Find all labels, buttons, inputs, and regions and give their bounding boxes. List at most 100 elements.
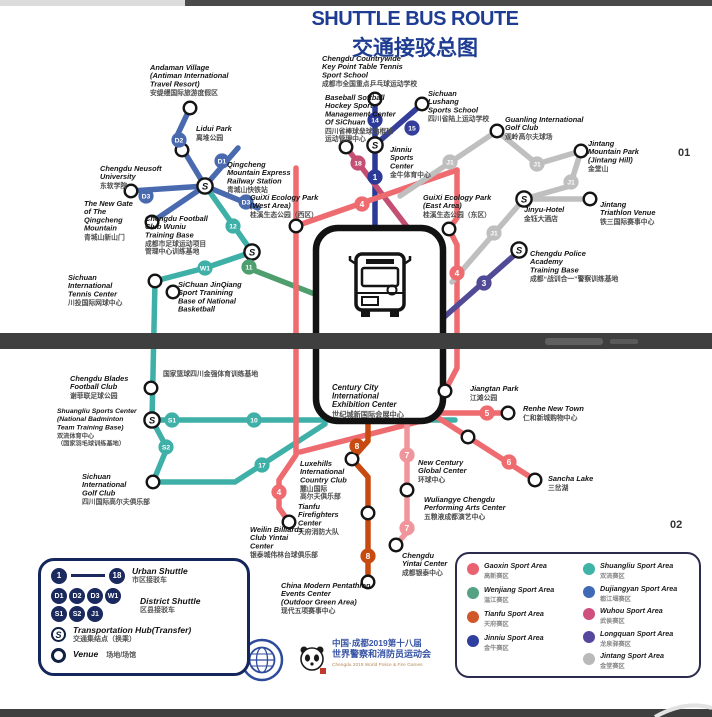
page-title: SHUTTLE BUS ROUTE 交通接驳总图 bbox=[311, 8, 519, 62]
badge-4-12: 4 bbox=[449, 265, 465, 281]
badge-number: 11 bbox=[245, 265, 252, 272]
badge-number: 5 bbox=[485, 408, 490, 418]
badge-number: S2 bbox=[162, 445, 171, 452]
badge-12-7: 12 bbox=[225, 218, 241, 234]
sport-area-name-zh: 天府赛区 bbox=[484, 620, 509, 628]
legend-circle-end: 18 bbox=[109, 567, 125, 584]
badge-circle bbox=[360, 548, 376, 564]
sport-area-name: Jinniu Sport Area bbox=[484, 633, 544, 642]
sport-area-dot bbox=[583, 653, 595, 666]
bus-emblem bbox=[386, 284, 398, 296]
logo-text-line2: 世界警察和消防员运动会 bbox=[332, 648, 432, 659]
badge-circle bbox=[158, 439, 174, 455]
sport-area-dot bbox=[583, 585, 595, 598]
transfer-shuangliu-sports-center: S bbox=[143, 411, 161, 429]
badge-number: 7 bbox=[405, 450, 410, 460]
badge-number: 4 bbox=[455, 268, 460, 278]
badge-number: 8 bbox=[366, 551, 371, 561]
badge-j1-25: J1 bbox=[442, 154, 458, 170]
label-jinqiang-base-zh: 国家篮球四川金强体育训练基地 bbox=[163, 369, 258, 378]
sport-area-name: Jintang Sport Area bbox=[600, 651, 665, 661]
transfer-football-wuniu: S bbox=[243, 243, 261, 261]
logo-text-line1: 中国·成都2019第十八届 bbox=[332, 638, 422, 648]
panda-head bbox=[300, 647, 324, 671]
badge-number: J1 bbox=[533, 162, 541, 169]
red-seal bbox=[320, 668, 326, 674]
badge-circle bbox=[476, 275, 492, 291]
badge-number: S1 bbox=[168, 418, 177, 425]
label-guixi-east: GuiXi Ecology Park(East Area)桂溪生态公园（东区） bbox=[422, 193, 492, 219]
transfer-circle bbox=[196, 177, 214, 195]
badge-11-9: 11 bbox=[241, 259, 257, 275]
station-guanling-golf bbox=[489, 123, 505, 139]
transfer-jinyu-hotel: S bbox=[515, 190, 533, 208]
sport-area-dot bbox=[467, 587, 479, 599]
route-jinniu-lushang bbox=[372, 101, 425, 148]
badge-4-11: 4 bbox=[354, 196, 370, 212]
badge-number: 7 bbox=[405, 523, 410, 533]
bottom-watermark-swoosh bbox=[654, 703, 712, 717]
badge-circle bbox=[479, 405, 495, 421]
station-chengdu-yintai bbox=[388, 537, 404, 553]
transfer-glyph: S bbox=[521, 194, 528, 205]
sport-area-name: Gaoxin Sport Area bbox=[484, 561, 547, 570]
route-gaoxin-connector bbox=[293, 167, 460, 229]
badge-4-13: 4 bbox=[271, 484, 287, 500]
legend-transfer: S Transportation Hub(Transfer) 交通集结点（换乘） bbox=[51, 626, 239, 643]
panda-games-logo bbox=[300, 646, 326, 674]
legend-district-badge-j1: J1 bbox=[87, 606, 103, 623]
badge-number: 4 bbox=[277, 487, 282, 497]
legend-transfer-label-zh: 交通集结点（换乘） bbox=[73, 636, 136, 644]
badge-number: J1 bbox=[446, 160, 454, 167]
sport-area-name-zh: 金堂赛区 bbox=[600, 663, 625, 671]
badge-7-23: 7 bbox=[399, 520, 415, 536]
badge-5-14: 5 bbox=[479, 405, 495, 421]
area-code-02: 02 bbox=[670, 519, 682, 531]
legend-urban-label-zh: 市区接驳车 bbox=[132, 576, 167, 584]
legend-district-badge-d3: D3 bbox=[87, 588, 103, 605]
badge-circle bbox=[246, 412, 262, 428]
venue-icon bbox=[51, 647, 66, 663]
station-weilin-billiards bbox=[281, 514, 297, 530]
sport-area-name: Wenjiang Sport Area bbox=[484, 585, 555, 594]
badge-d2-3: D2 bbox=[171, 132, 187, 148]
sport-area-dot bbox=[583, 630, 595, 643]
badge-circle bbox=[254, 457, 270, 473]
sport-area-jintang: Jintang Sport Area 金堂赛区 bbox=[583, 652, 693, 672]
band-watermark bbox=[610, 339, 638, 344]
legend-circle-start: 1 bbox=[51, 567, 67, 584]
badge-number: D3 bbox=[142, 194, 151, 201]
badge-j1-27: J1 bbox=[563, 174, 579, 190]
badge-circle bbox=[449, 265, 465, 281]
legend-urban-label: Urban Shuttle bbox=[132, 566, 188, 576]
sport-area-dot bbox=[583, 563, 595, 575]
transfer-glyph: S bbox=[202, 181, 209, 192]
badge-circle bbox=[367, 169, 383, 185]
station-guixi-west bbox=[288, 218, 304, 234]
route-gaoxin-west bbox=[276, 165, 299, 525]
badge-10-17: 10 bbox=[246, 412, 262, 428]
badge-circle bbox=[238, 194, 254, 210]
badge-number: 3 bbox=[482, 278, 487, 288]
sport-area-name: Wuhou Sport Area bbox=[600, 606, 663, 616]
sport-area-name-zh: 高新赛区 bbox=[484, 572, 509, 580]
station-lushang-school bbox=[414, 96, 430, 112]
legend-district-badge-s2: S2 bbox=[69, 606, 85, 623]
